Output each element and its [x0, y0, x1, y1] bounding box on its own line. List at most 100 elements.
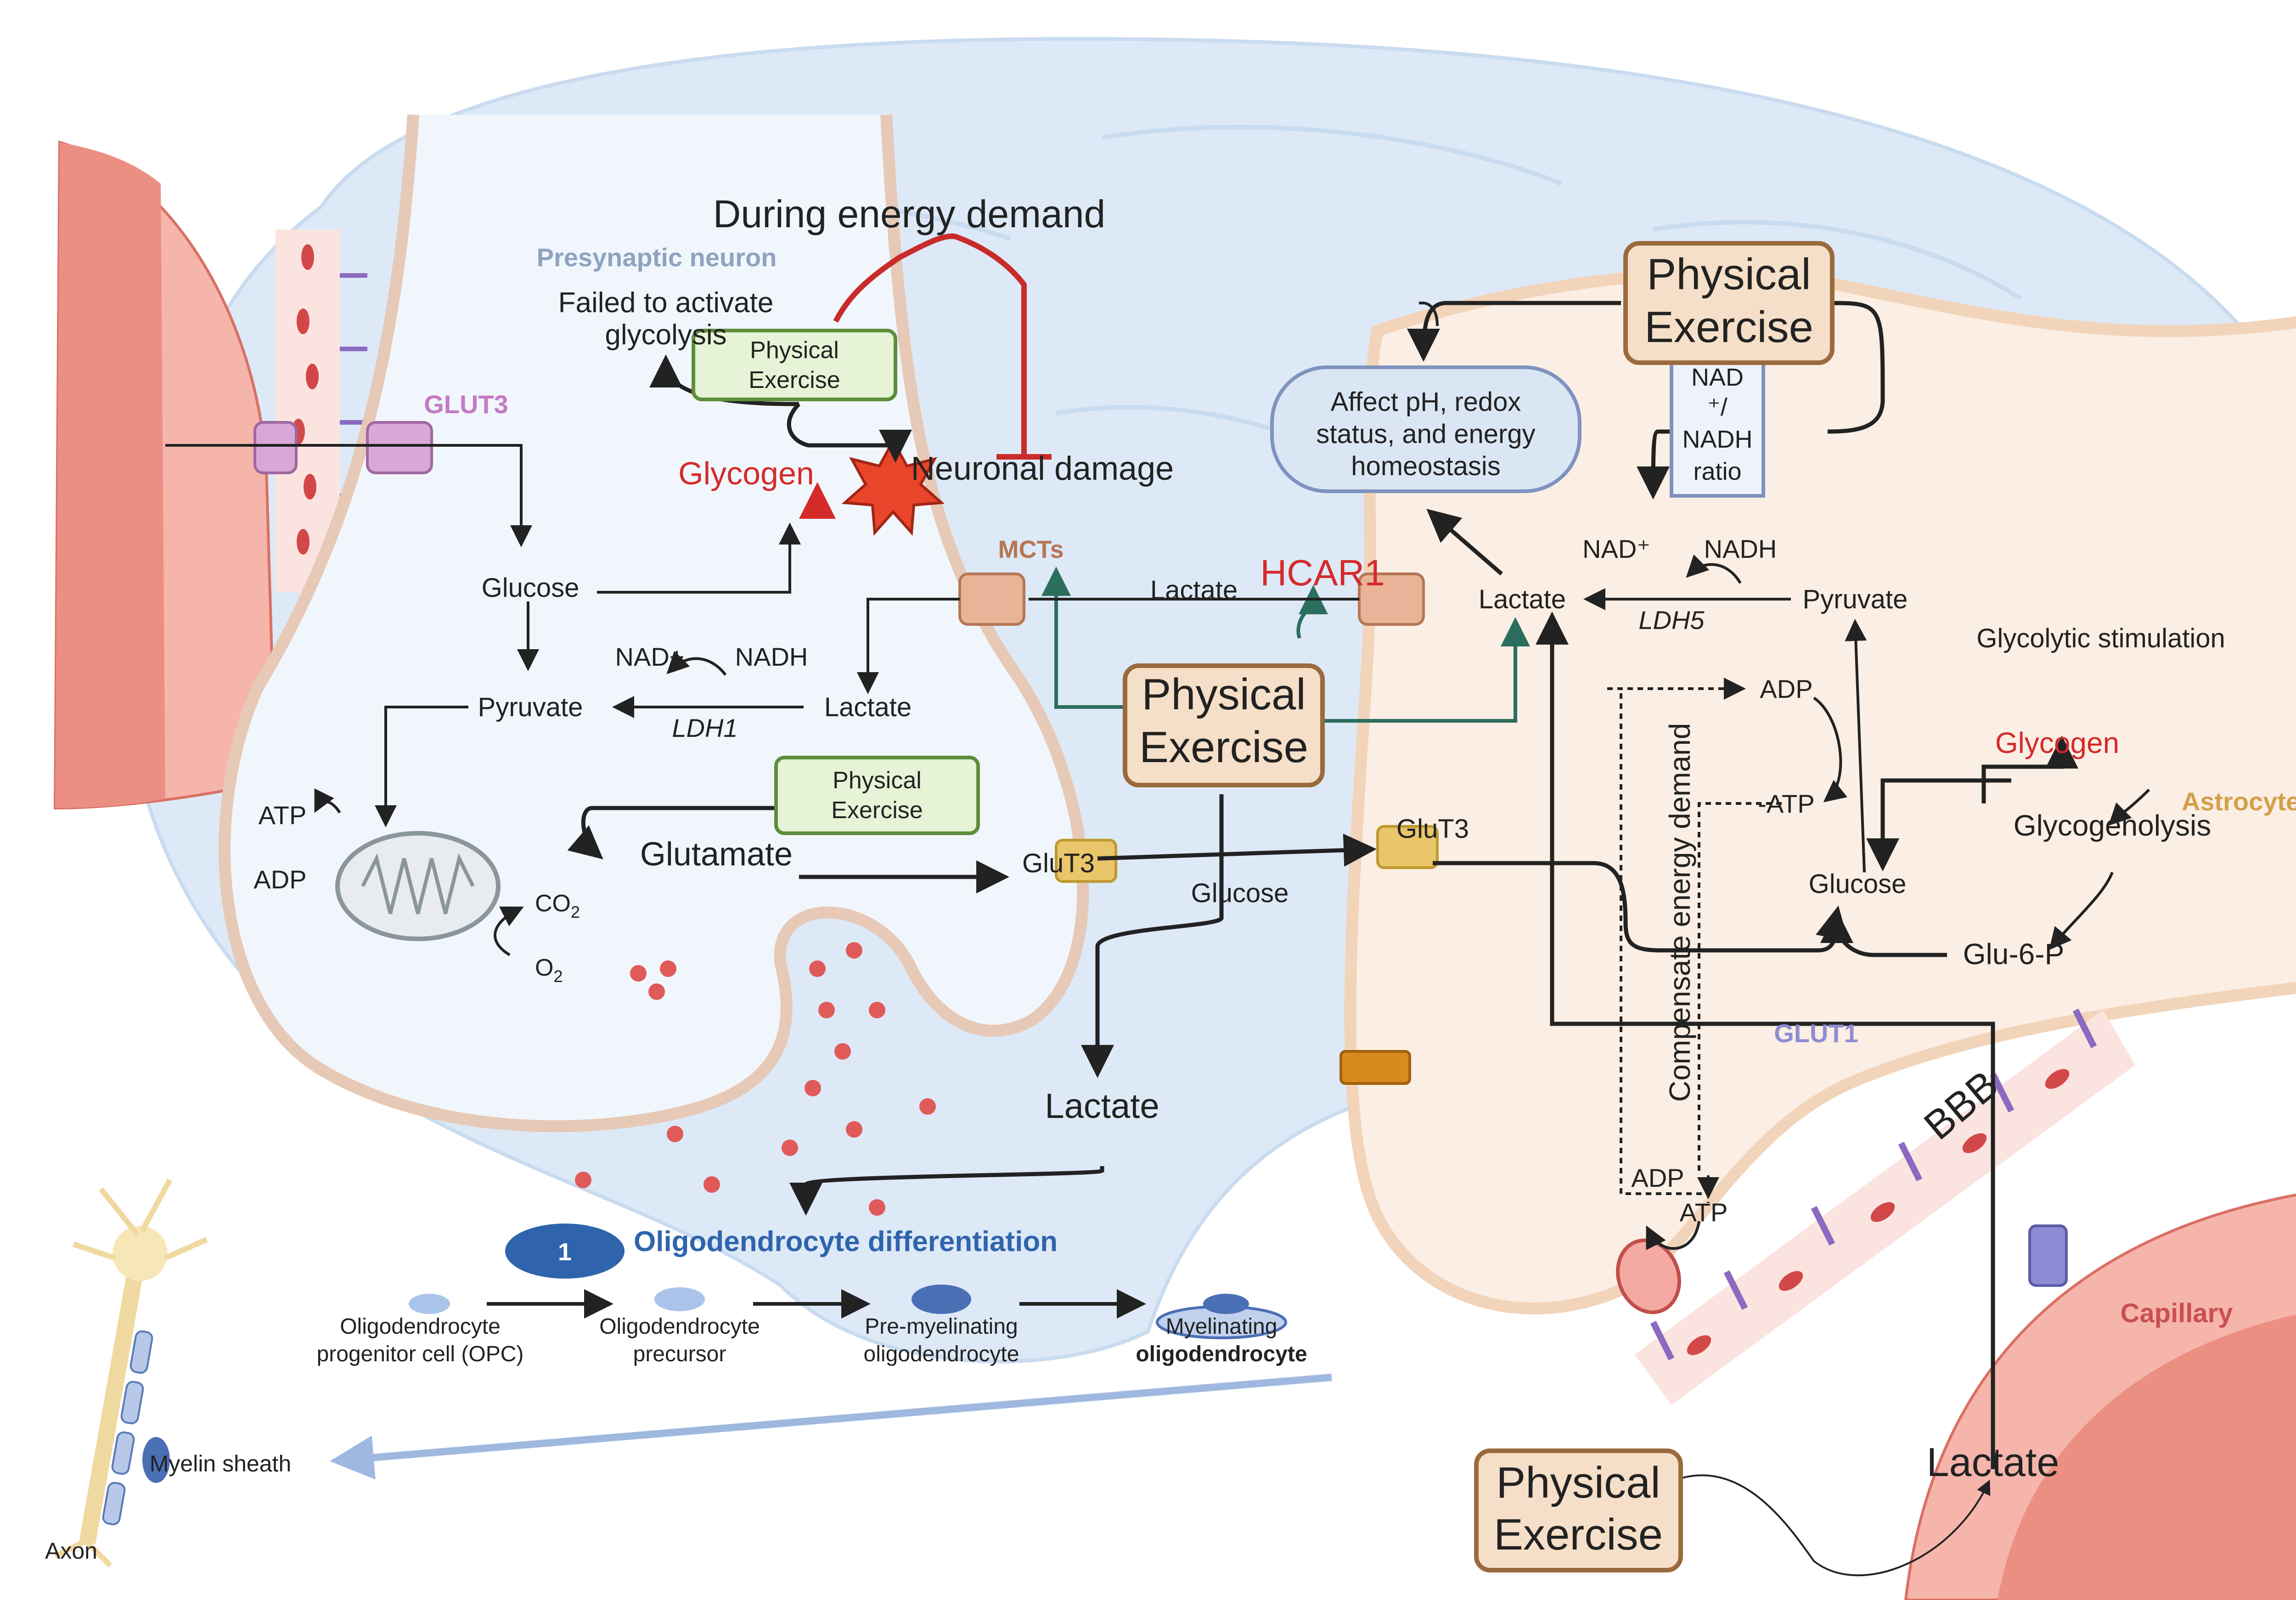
- astro-arrows: [1029, 301, 2150, 1577]
- nad-plus-left-label: NAD+: [615, 642, 685, 671]
- astrocyte-cell: [1344, 268, 2296, 1314]
- affect-l1: Affect pH, redox: [1331, 387, 1521, 417]
- premyel-l2: oligodendrocyte: [864, 1342, 1019, 1366]
- precursor-l1: Oligodendrocyte: [599, 1314, 760, 1339]
- exercise-box-small-mid: Physical Exercise: [774, 756, 980, 835]
- lactate-astro-label: Lactate: [1479, 584, 1566, 614]
- adp-left-label: ADP: [253, 865, 306, 894]
- atp-astro-label: -ATP: [1758, 789, 1814, 818]
- glut1-label: GLUT1: [1774, 1019, 1858, 1048]
- exercise-bottom-l1: Physical: [1496, 1458, 1660, 1507]
- exercise-box-center: Physical Exercise: [1123, 663, 1325, 787]
- premyel-l1: Pre-myelinating: [865, 1314, 1018, 1339]
- mcts-label: MCTs: [998, 536, 1064, 563]
- glycogen-neuron-label: Glycogen: [678, 455, 814, 491]
- adp-low-label: ADP: [1631, 1163, 1684, 1192]
- neuron-arrows: [165, 354, 1377, 1216]
- axon-label: Axon: [45, 1538, 97, 1564]
- nadh-astro-label: NADH: [1704, 534, 1777, 563]
- oligodendrocyte-icons: [409, 1285, 1287, 1339]
- exercise-top-right-l2: Exercise: [1644, 303, 1813, 352]
- step-badge-1: [505, 1224, 625, 1279]
- glut3-astro-transporter-icon: [1376, 825, 1439, 869]
- nad-box-l2: ⁺/: [1707, 393, 1728, 421]
- pyruvate-astro-label: Pyruvate: [1803, 584, 1908, 614]
- neuronal-damage-label: Neuronal damage: [911, 450, 1174, 487]
- exercise-box-bottom: Physical Exercise: [1474, 1448, 1683, 1572]
- exercise-small-mid-l2: Exercise: [831, 797, 923, 824]
- exercise-center-l1: Physical: [1142, 670, 1306, 719]
- co2-label: CO2: [535, 890, 580, 921]
- neuronal-damage-star-icon: [841, 438, 945, 536]
- myel-l2: oligodendrocyte: [1136, 1342, 1307, 1366]
- myelin-sheath-label: Myelin sheath: [150, 1451, 292, 1476]
- nadh-left-label: NADH: [735, 642, 808, 671]
- capillary-transporter-icon: [2028, 1224, 2068, 1287]
- lactate-channel-label: Lactate: [1150, 575, 1238, 605]
- myelinated-neuron-icon: [54, 1179, 208, 1568]
- mitochondrion-icon: [335, 831, 501, 941]
- lactate-capillary-label: Lactate: [1927, 1439, 2060, 1485]
- astrocyte-label: Astrocyte: [2182, 787, 2296, 816]
- nad-box-l1: NAD: [1691, 364, 1744, 391]
- capillary-label: Capillary: [2121, 1298, 2233, 1328]
- lactate-mid-label: Lactate: [1045, 1087, 1159, 1126]
- glut3-left-label: GLUT3: [424, 390, 508, 419]
- glut3-right-label: GluT3: [1396, 814, 1469, 844]
- myel-l1: Myelinating: [1166, 1314, 1277, 1339]
- glut3-left-transporter-icon: [253, 421, 298, 474]
- glucose-mid-label: Glucose: [1191, 878, 1289, 908]
- glu6p-label: Glu-6-P: [1963, 938, 2065, 971]
- astro-mitochondrion-icon: [1616, 1238, 1681, 1314]
- affect-l3: homeostasis: [1351, 451, 1501, 481]
- o2-label: O2: [535, 954, 563, 986]
- mct-left-icon: [958, 573, 1025, 626]
- exercise-small-mid-l1: Physical: [833, 767, 922, 794]
- affect-l2: status, and energy: [1316, 419, 1535, 449]
- exercise-box-small-top: Physical Exercise: [692, 329, 897, 401]
- oligo-arrows: [330, 1289, 1332, 1480]
- step-number: 1: [558, 1238, 572, 1266]
- transporters: [253, 421, 1439, 1085]
- green-arrows: [1041, 567, 1530, 723]
- during-energy-demand-label: During energy demand: [713, 192, 1106, 236]
- pyruvate-left-label: Pyruvate: [478, 692, 583, 722]
- glycolytic-stimulation-label: Glycolytic stimulation: [1976, 623, 2225, 653]
- bbb-capillary: [1635, 1008, 2296, 1600]
- opc-l2: progenitor cell (OPC): [317, 1342, 524, 1366]
- oligo-title: Oligodendrocyte differentiation: [634, 1226, 1058, 1258]
- opc-l1: Oligodendrocyte: [340, 1314, 501, 1339]
- glut3-transporter-icon: [366, 421, 433, 474]
- ldh1-label: LDH1: [672, 713, 737, 742]
- compensate-energy-label: Compensate energy demand: [1663, 723, 1696, 1102]
- atp-low-label: ATP: [1680, 1198, 1728, 1227]
- adp-astro-label: ADP: [1760, 674, 1812, 703]
- hcar1-label: HCAR1: [1260, 552, 1384, 593]
- glut3-mid-label: GluT3: [1022, 848, 1095, 878]
- exercise-top-right-l1: Physical: [1647, 250, 1811, 299]
- precursor-l2: precursor: [633, 1342, 726, 1366]
- neurotransmitter-dots: [575, 942, 936, 1216]
- exercise-center-l2: Exercise: [1139, 723, 1308, 772]
- failed-activate-l2: glycolysis: [605, 319, 726, 351]
- glut1-transporter-icon: [1339, 1050, 1411, 1085]
- atp-left-label: ATP: [259, 801, 307, 830]
- glutamate-label: Glutamate: [640, 836, 793, 873]
- glycogenolysis-label: Glycogenolysis: [2014, 809, 2211, 842]
- glycogen-astro-label: Glycogen: [1995, 726, 2119, 759]
- left-blood-vessel: [53, 140, 367, 810]
- exercise-small-top-l2: Exercise: [748, 367, 840, 393]
- ldh5-label: LDH5: [1638, 606, 1705, 634]
- glut3-neuron-transporter-icon: [1055, 839, 1117, 883]
- nad-plus-astro-label: NAD⁺: [1582, 534, 1650, 563]
- exercise-box-top-right: Physical Exercise: [1623, 241, 1835, 365]
- presynaptic-neuron-label: Presynaptic neuron: [537, 243, 777, 272]
- failed-activate-l1: Failed to activate: [558, 287, 774, 319]
- glucose-left-label: Glucose: [482, 573, 580, 603]
- inhibition-path: [799, 233, 1052, 519]
- nad-box-l3: NADH: [1682, 426, 1752, 453]
- affect-ph-box: [1270, 365, 1581, 493]
- exercise-small-top-l1: Physical: [750, 337, 839, 364]
- exercise-bottom-l2: Exercise: [1494, 1510, 1663, 1559]
